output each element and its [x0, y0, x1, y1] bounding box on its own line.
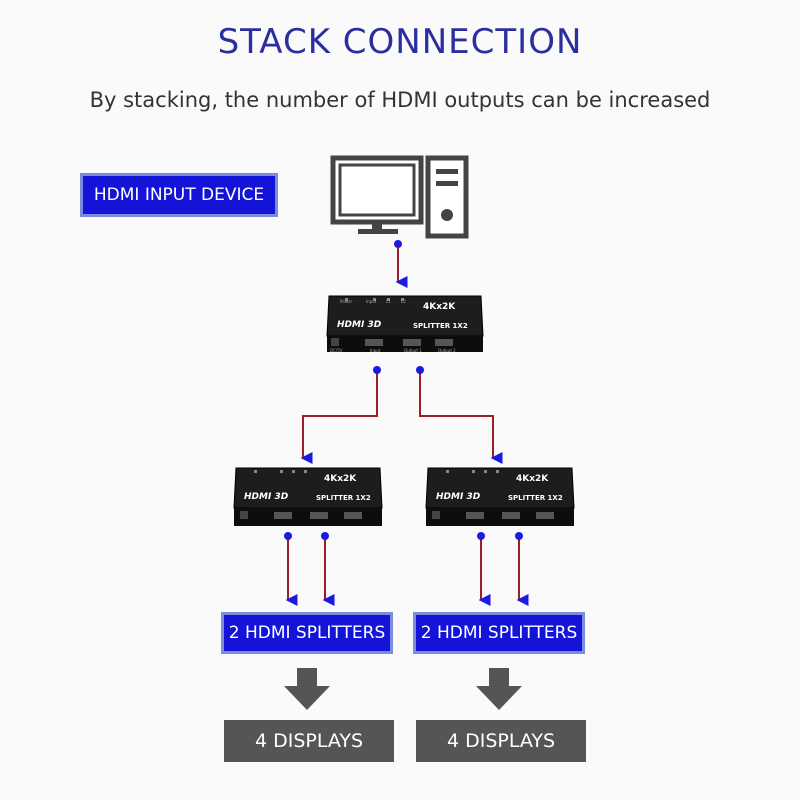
down-arrow-icon [476, 668, 522, 710]
down-arrow-icon [284, 668, 330, 710]
port-label-output2: Output 2 [438, 348, 456, 353]
device-model: SPLITTER 1X2 [316, 494, 371, 502]
hdmi-splitter-right: 4Kx2K HDMI 3D SPLITTER 1X2 [424, 464, 576, 528]
device-logo: HDMI 3D [436, 492, 481, 502]
device-resolution: 4Kx2K [324, 474, 357, 484]
device-model: SPLITTER 1X2 [413, 322, 468, 330]
device-resolution: 4Kx2K [516, 474, 549, 484]
device-resolution: 4Kx2K [423, 302, 456, 312]
hdmi-splitter-left: 4Kx2K HDMI 3D SPLITTER 1X2 [232, 464, 384, 528]
led-label-l2: L2 [401, 299, 406, 304]
device-model: SPLITTER 1X2 [508, 494, 563, 502]
led-label-l1: L1 [386, 299, 391, 304]
left-displays-box: 4 DISPLAYS [224, 720, 394, 762]
page-subtitle: By stacking, the number of HDMI outputs … [89, 88, 711, 112]
device-logo: HDMI 3D [337, 320, 382, 330]
port-label-output1: Output 1 [404, 348, 422, 353]
port-label-input: Input [370, 348, 381, 353]
page-title: STACK CONNECTION [217, 22, 583, 62]
port-label-dc: DC/5V [330, 348, 343, 353]
led-label-input: Input [366, 299, 377, 304]
led-label-power: Power [340, 299, 353, 304]
hdmi-splitter-top: 4Kx2K HDMI 3D SPLITTER 1X2 [325, 292, 485, 354]
computer-icon [330, 155, 469, 239]
device-logo: HDMI 3D [244, 492, 289, 502]
left-splitters-label: 2 HDMI SPLITTERS [221, 612, 393, 654]
input-device-label: HDMI INPUT DEVICE [80, 173, 278, 217]
right-displays-box: 4 DISPLAYS [416, 720, 586, 762]
right-splitters-label: 2 HDMI SPLITTERS [413, 612, 585, 654]
